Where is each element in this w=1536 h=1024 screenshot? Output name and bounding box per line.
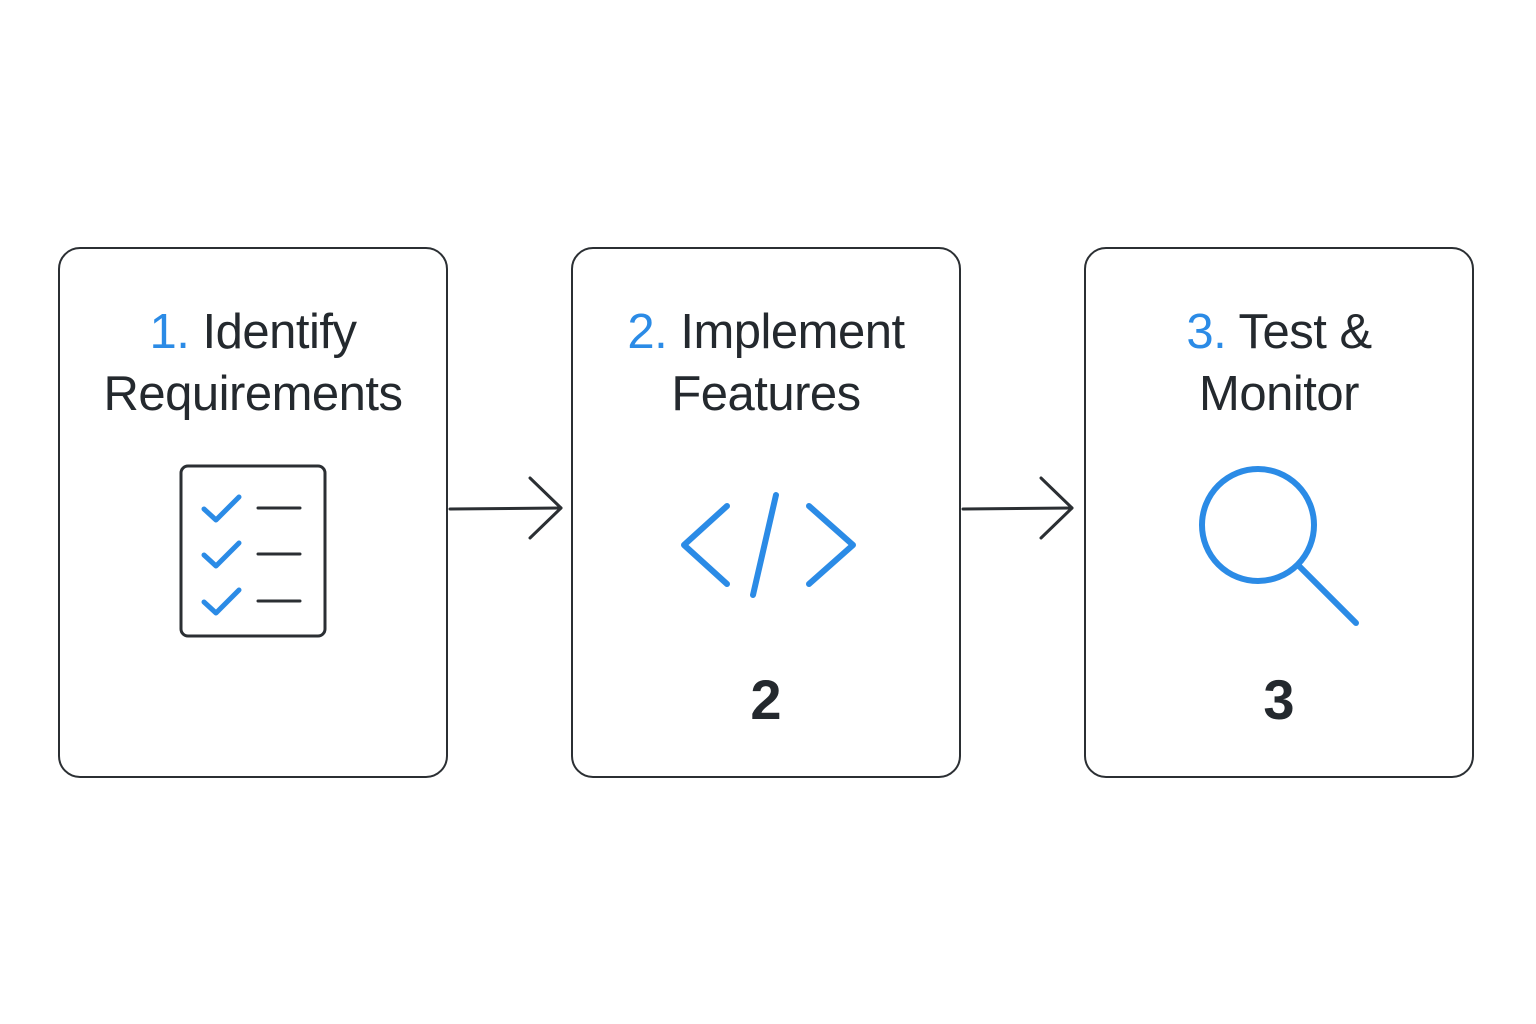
magnifier-icon xyxy=(1199,466,1359,626)
step-title-line2: Features xyxy=(671,367,861,421)
step-number-label: 1. xyxy=(149,305,190,359)
step-card-identify-requirements: 1. Identify Requirements xyxy=(58,247,448,778)
step-title: 1. Identify Requirements xyxy=(60,301,446,425)
code-icon xyxy=(681,492,856,598)
step-title-line2: Monitor xyxy=(1199,367,1359,421)
arrow-right-icon xyxy=(448,476,563,540)
step-title: 3. Test & Monitor xyxy=(1086,301,1472,425)
arrow-right-icon xyxy=(961,476,1074,540)
step-badge-number: 3 xyxy=(1263,668,1295,731)
step-title-line2: Requirements xyxy=(103,367,403,421)
step-number-label: 3. xyxy=(1186,305,1227,359)
step-badge-number: 2 xyxy=(750,668,782,731)
step-card-implement-features: 2. Implement Features 2 xyxy=(571,247,961,778)
step-title-line1: Implement xyxy=(680,305,905,359)
checklist-icon xyxy=(179,464,327,638)
step-number-label: 2. xyxy=(627,305,668,359)
step-title-line1: Test & xyxy=(1238,305,1372,359)
step-title: 2. Implement Features xyxy=(573,301,959,425)
step-title-line1: Identify xyxy=(202,305,357,359)
step-card-test-monitor: 3. Test & Monitor 3 xyxy=(1084,247,1474,778)
